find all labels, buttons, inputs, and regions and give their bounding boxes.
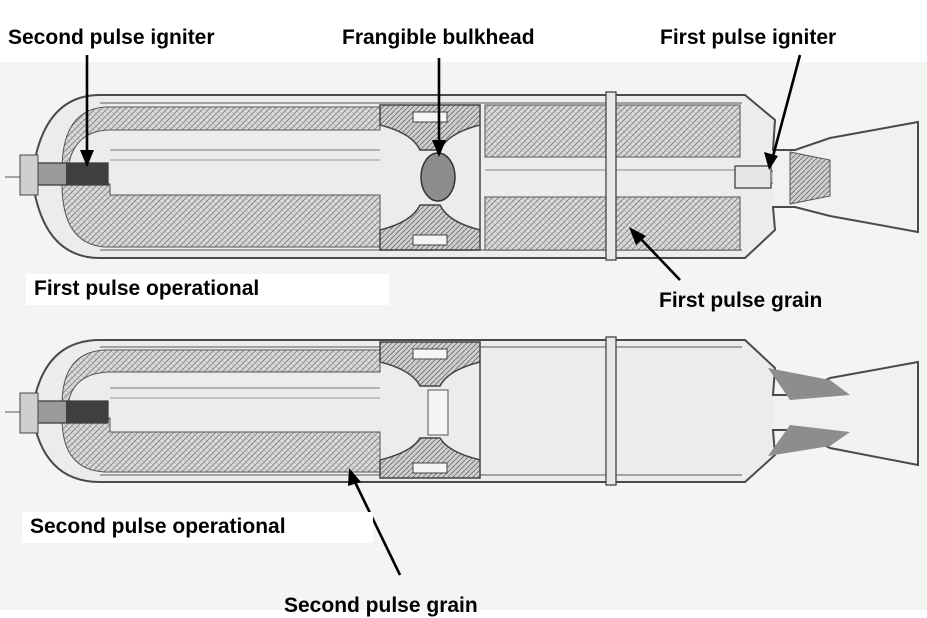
- forward-grain-lower-top: [61, 183, 381, 248]
- arrowhead-frangible-bulkhead: [432, 140, 446, 157]
- label-first-pulse-grain: First pulse grain: [659, 289, 823, 312]
- bulkhead-bottom: [379, 341, 481, 479]
- label-second-pulse-operational: Second pulse operational: [22, 512, 373, 543]
- igniter-head-bottom: [66, 401, 108, 423]
- bulkhead-slot-bottom-a: [412, 348, 448, 360]
- arrowhead-second-pulse-igniter: [80, 150, 94, 167]
- label-frangible-bulkhead: Frangible bulkhead: [342, 26, 535, 49]
- nozzle-throat-bottom-lower: [768, 425, 850, 456]
- frangible-bulkhead-ellipse: [420, 152, 456, 202]
- arrowhead-first-pulse-grain: [629, 227, 646, 245]
- bulkhead-slot-bottom-b: [412, 462, 448, 474]
- nose-boss-bottom: [19, 392, 39, 434]
- arrow-first-pulse-grain: [639, 237, 681, 281]
- nose-boss-top: [19, 154, 39, 196]
- label-first-pulse-igniter: First pulse igniter: [660, 26, 837, 49]
- arrow-first-pulse-igniter: [770, 54, 802, 161]
- motor-second-pulse: [5, 336, 919, 486]
- nozzle-top: [773, 120, 919, 234]
- ring-frame-bottom: [605, 336, 617, 486]
- first-pulse-igniter-body: [734, 165, 772, 189]
- bulkhead-open-passage: [427, 389, 449, 436]
- bulkhead-slot-top-b: [412, 234, 448, 246]
- bulkhead-top: [379, 104, 481, 251]
- label-second-pulse-grain: Second pulse grain: [284, 594, 478, 617]
- bulkhead-slot-top-a: [412, 111, 448, 123]
- leader-arrows: [80, 54, 802, 576]
- nozzle-throat-bottom-upper: [768, 368, 850, 400]
- arrow-second-pulse-grain: [353, 481, 402, 576]
- label-first-pulse-operational: First pulse operational: [26, 274, 389, 305]
- forward-grain-lower-bottom: [61, 417, 381, 473]
- arrowhead-second-pulse-grain: [348, 468, 361, 486]
- arrowhead-first-pulse-igniter: [764, 152, 778, 170]
- nozzle-throat-top: [789, 151, 831, 205]
- label-second-pulse-igniter: Second pulse igniter: [8, 26, 215, 49]
- igniter-head-top: [66, 163, 108, 185]
- motor-first-pulse: [5, 91, 919, 261]
- ring-frame-top: [605, 91, 617, 261]
